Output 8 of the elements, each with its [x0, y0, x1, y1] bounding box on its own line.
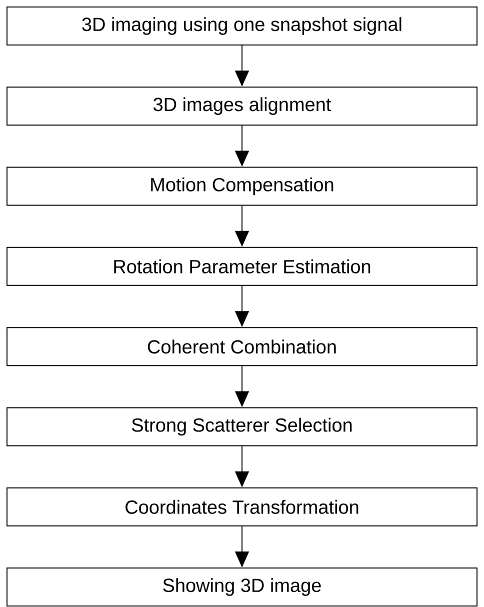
process-box: Rotation Parameter Estimation — [6, 246, 478, 286]
process-box: 3D images alignment — [6, 86, 478, 126]
process-box: Showing 3D image — [6, 568, 478, 606]
process-box: Strong Scatterer Selection — [6, 407, 478, 446]
process-box: Coherent Combination — [6, 327, 478, 366]
process-box: 3D imaging using one snapshot signal — [6, 6, 478, 46]
process-box: Motion Compensation — [6, 166, 478, 206]
process-box: Coordinates Transformation — [6, 487, 478, 526]
